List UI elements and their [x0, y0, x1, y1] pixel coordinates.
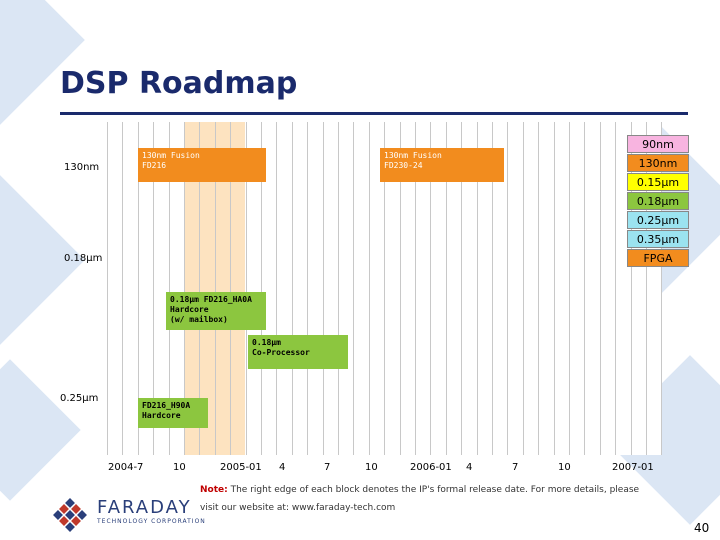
timeline-tick: 10 — [558, 462, 571, 473]
grid-line — [599, 122, 601, 455]
grid-line — [492, 122, 493, 455]
grid-line — [415, 122, 416, 455]
bar-coprocessor: 0.18µm Co-Processor — [248, 335, 348, 369]
grid-line — [184, 122, 185, 455]
grid-line — [353, 122, 355, 455]
grid-line — [291, 122, 293, 455]
process-tag: FPGA — [627, 249, 689, 267]
grid-line — [507, 122, 509, 455]
note-prefix: Note: — [200, 485, 228, 495]
grid-line — [199, 122, 201, 455]
timeline-tick: 10 — [173, 462, 186, 473]
website-note: visit our website at: www.faraday-tech.c… — [200, 503, 396, 513]
grid-line — [399, 122, 401, 455]
grid-line — [245, 122, 247, 455]
grid-line — [615, 122, 617, 455]
company-logo-subtitle: TECHNOLOGY CORPORATION — [97, 518, 206, 525]
timeline-tick: 2006-01 — [410, 462, 452, 473]
grid-line — [307, 122, 309, 455]
timeline-tick: 7 — [324, 462, 331, 473]
timeline-tick: 4 — [466, 462, 473, 473]
page-title: DSP Roadmap — [60, 66, 298, 101]
grid-line — [461, 122, 463, 455]
track-label-025: 0.25µm — [60, 393, 99, 404]
background-decoration — [0, 0, 85, 125]
grid-line — [630, 122, 632, 455]
bar-h90a: FD216_H90A Hardcore — [138, 398, 208, 428]
timeline-tick: 4 — [279, 462, 286, 473]
grid-line — [553, 122, 555, 455]
bar-fd230: 130nm Fusion FD230-24 — [380, 148, 504, 182]
grid-line — [122, 122, 124, 455]
background-decoration — [0, 359, 81, 501]
grid-line — [168, 122, 170, 455]
process-tag: 0.35µm — [627, 230, 689, 248]
grid-line — [384, 122, 386, 455]
grid-line — [214, 122, 216, 455]
process-tag: 90nm — [627, 135, 689, 153]
page-number: 40 — [694, 521, 710, 535]
grid-line — [661, 122, 663, 455]
bar-fd216: 130nm Fusion FD216 — [138, 148, 266, 182]
grid-line — [538, 122, 540, 455]
process-tag: 0.15µm — [627, 173, 689, 191]
timeline-tick: 2004-7 — [108, 462, 144, 473]
grid-line — [230, 122, 232, 455]
grid-line — [338, 122, 339, 455]
grid-line — [322, 122, 324, 455]
grid-line — [584, 122, 586, 455]
timeline-tick: 10 — [365, 462, 378, 473]
grid-line — [445, 122, 447, 455]
grid-line — [276, 122, 278, 455]
timeline-tick: 2005-01 — [220, 462, 262, 473]
process-tag: 130nm — [627, 154, 689, 172]
grid-line — [107, 122, 108, 455]
track-label-130nm: 130nm — [64, 162, 100, 173]
title-divider — [60, 112, 688, 115]
timeline-tick: 7 — [512, 462, 519, 473]
timeline-tick: 2007-01 — [612, 462, 654, 473]
company-logo-text: FARADAY — [97, 497, 192, 518]
faraday-logo-icon — [53, 498, 87, 532]
grid-line — [261, 122, 262, 455]
process-tag: 0.25µm — [627, 211, 689, 229]
grid-line — [137, 122, 139, 455]
grid-line — [368, 122, 370, 455]
track-label-018: 0.18µm — [64, 253, 103, 264]
grid-line — [522, 122, 524, 455]
grid-line — [569, 122, 570, 455]
footnote: Note: The right edge of each block denot… — [200, 485, 639, 495]
grid-line — [646, 122, 647, 455]
grid-line — [153, 122, 155, 455]
grid-line — [430, 122, 432, 455]
process-tag: 0.18µm — [627, 192, 689, 210]
bar-ha0a: 0.18µm FD216_HA0A Hardcore (w/ mailbox) — [166, 292, 266, 330]
note-text: The right edge of each block denotes the… — [227, 485, 640, 495]
grid-line — [476, 122, 478, 455]
